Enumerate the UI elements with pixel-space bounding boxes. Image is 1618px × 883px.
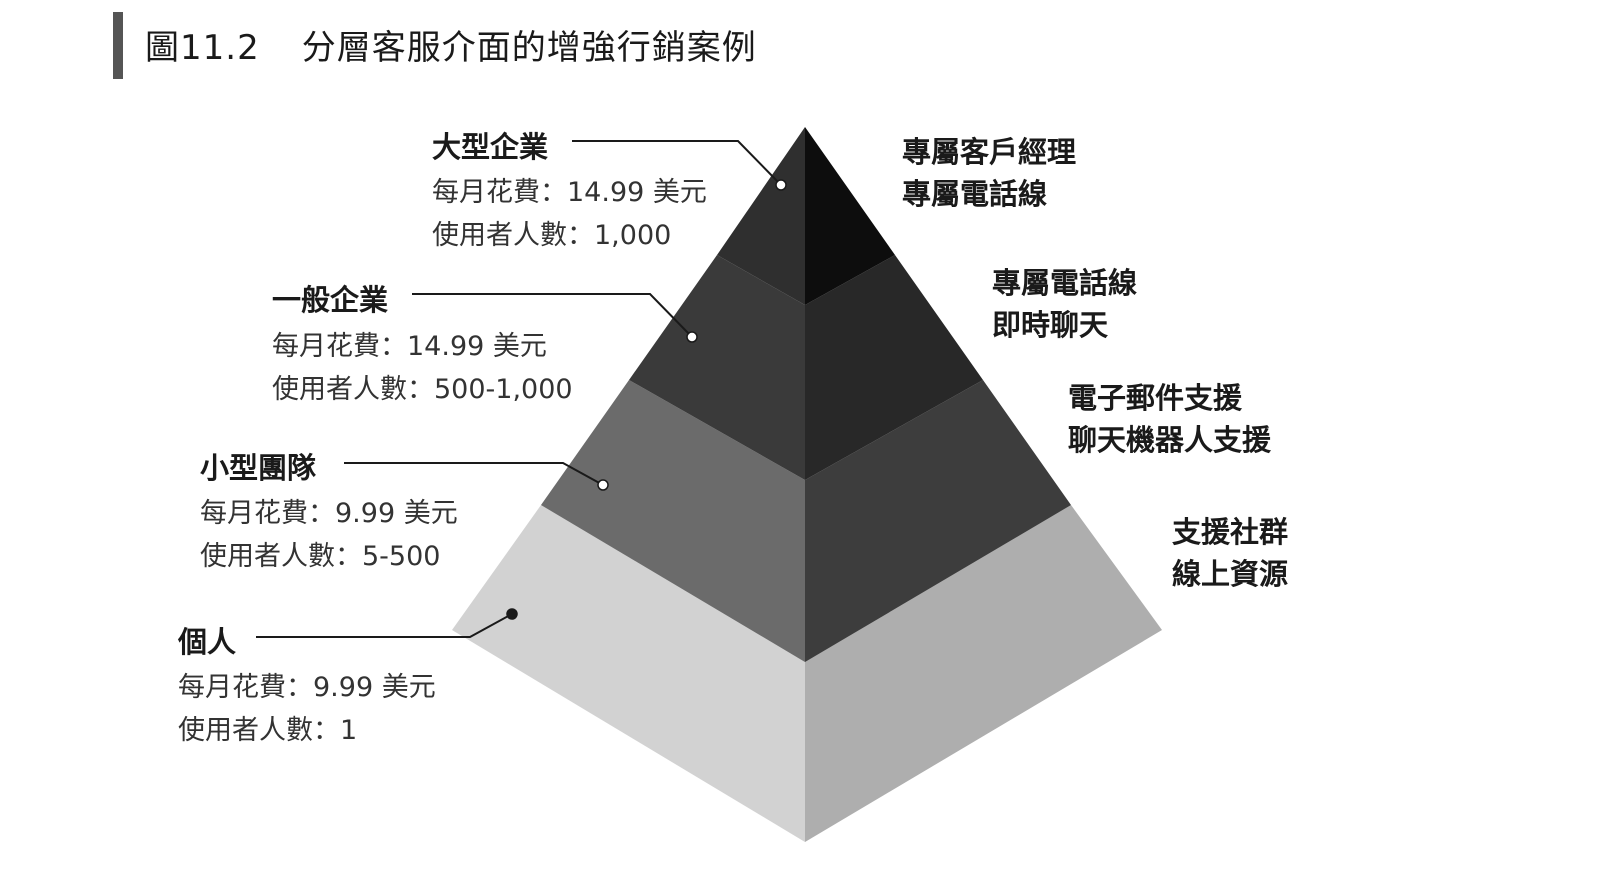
tier-1-features: 專屬客戶經理 專屬電話線 <box>902 131 1076 215</box>
tier-1-feature: 專屬客戶經理 <box>902 135 1077 169</box>
tier-3-users: 使用者人數：5-500 <box>200 541 441 572</box>
figure-title: 圖11.2 分層客服介面的增強行銷案例 <box>145 20 757 69</box>
tier-1-name: 大型企業 <box>432 130 549 164</box>
leader-line-tier-1 <box>572 140 782 186</box>
leader-line-tier-3 <box>344 462 604 486</box>
tier-3-info: 每月花費：9.99 美元 使用者人數：5-500 <box>200 492 458 578</box>
leader-dot-tier-3 <box>597 479 609 491</box>
tier-1-right-face <box>805 127 895 305</box>
tier-1-info: 每月花費：14.99 美元 使用者人數：1,000 <box>432 171 707 257</box>
leader-dot-tier-1 <box>775 179 787 191</box>
tier-2-feature: 即時聊天 <box>992 308 1109 342</box>
tier-2-feature: 專屬電話線 <box>992 266 1138 300</box>
tier-2-fee: 每月花費：14.99 美元 <box>272 331 547 362</box>
tier-1-feature: 專屬電話線 <box>902 177 1048 211</box>
tier-2-left-face <box>629 255 805 480</box>
tier-4-feature: 線上資源 <box>1172 557 1289 591</box>
tier-3-right-face <box>805 380 1071 662</box>
tier-3-features: 電子郵件支援 聊天機器人支援 <box>1068 377 1271 461</box>
leader-dot-tier-2 <box>686 331 698 343</box>
tier-2-name: 一般企業 <box>272 283 389 317</box>
tier-4-features: 支援社群 線上資源 <box>1172 511 1288 595</box>
tier-4-feature: 支援社群 <box>1172 515 1289 549</box>
tier-3-left-face <box>541 380 805 662</box>
tier-1-left-face <box>717 127 805 305</box>
tier-3-feature: 電子郵件支援 <box>1068 381 1243 415</box>
tier-4-users: 使用者人數：1 <box>178 715 358 746</box>
title-accent-bar <box>113 12 123 79</box>
tier-2-users: 使用者人數：500-1,000 <box>272 374 573 405</box>
tier-1-fee: 每月花費：14.99 美元 <box>432 177 707 208</box>
leader-line-tier-2 <box>412 293 693 338</box>
tier-3-fee: 每月花費：9.99 美元 <box>200 498 458 529</box>
tier-4-name: 個人 <box>178 625 237 659</box>
tier-3-name: 小型團隊 <box>200 451 317 485</box>
figure-caption: 分層客服介面的增強行銷案例 <box>301 28 757 68</box>
tier-4-fee: 每月花費：9.99 美元 <box>178 672 436 703</box>
leader-dot-tier-4 <box>506 608 518 620</box>
tier-2-features: 專屬電話線 即時聊天 <box>992 262 1137 346</box>
tier-3-feature: 聊天機器人支援 <box>1068 423 1272 457</box>
tier-1-users: 使用者人數：1,000 <box>432 220 672 251</box>
tier-4-info: 每月花費：9.99 美元 使用者人數：1 <box>178 666 436 752</box>
figure-number: 圖11.2 <box>145 28 260 68</box>
tier-2-right-face <box>805 255 983 480</box>
tier-2-info: 每月花費：14.99 美元 使用者人數：500-1,000 <box>272 325 573 411</box>
leader-line-tier-4 <box>256 613 513 638</box>
